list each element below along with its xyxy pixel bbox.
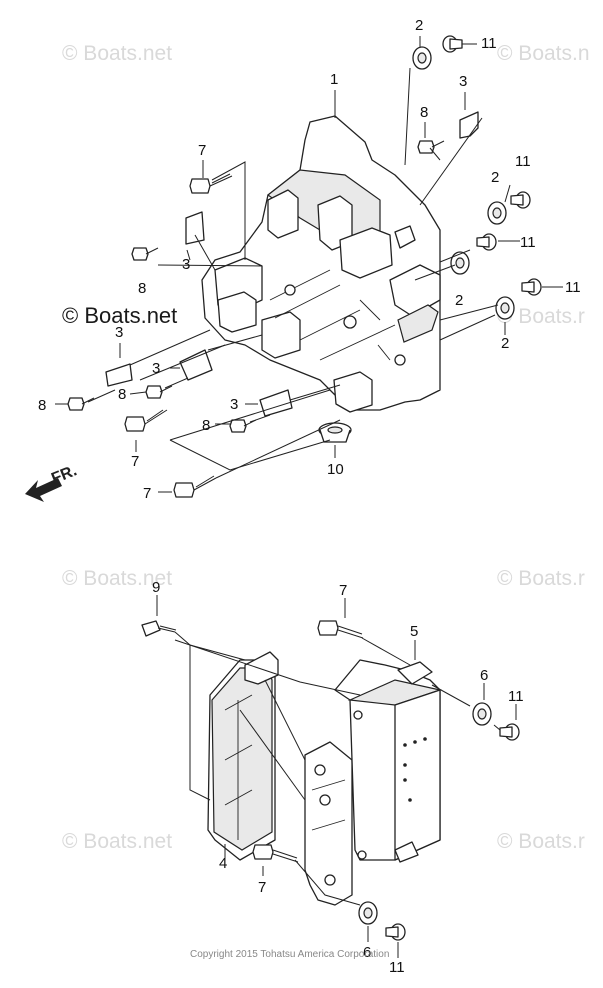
watermarks: © Boats.net © Boats.n © Boats.r © Boats.… <box>62 42 590 853</box>
callout-11: 11 <box>515 153 531 170</box>
bolts-7 <box>124 173 233 498</box>
callout-2: 2 <box>415 17 423 34</box>
callout-2: 2 <box>455 292 463 309</box>
callout-8: 8 <box>138 280 146 297</box>
bottom-collars-11 <box>385 723 520 941</box>
front-arrow-icon <box>25 478 62 502</box>
bottom-grommets-6 <box>358 702 492 925</box>
watermark-lower-left: © Boats.net <box>62 567 172 590</box>
callout-4: 4 <box>219 855 227 872</box>
callout-10: 10 <box>327 461 344 478</box>
watermark-mid-right: © Boats.r <box>497 305 585 328</box>
callout-11: 11 <box>389 959 405 976</box>
bottom-callouts: 9 7 5 6 11 4 7 6 11 <box>152 579 524 976</box>
top-assembly: FR. 1 2 11 3 8 7 11 2 11 3 8 2 11 3 2 3 … <box>25 17 581 502</box>
watermark-lower-right: © Boats.r <box>497 567 585 590</box>
callout-8: 8 <box>202 417 210 434</box>
copyright-notice: Copyright 2015 Tohatsu America Corporati… <box>190 949 389 960</box>
front-label: FR. <box>49 462 79 487</box>
main-bracket <box>201 115 441 413</box>
bracket-box-5 <box>334 659 443 863</box>
callout-7: 7 <box>143 485 151 502</box>
callout-11: 11 <box>508 688 524 705</box>
callout-6: 6 <box>363 944 371 961</box>
callout-7: 7 <box>198 142 206 159</box>
clips-3 <box>105 111 479 417</box>
callout-7: 7 <box>339 582 347 599</box>
front-direction-indicator: FR. <box>25 462 79 502</box>
callout-3: 3 <box>230 396 238 413</box>
bolt-9 <box>141 620 177 637</box>
control-module-4 <box>207 651 279 861</box>
watermark-prominent: © Boats.net <box>62 303 177 328</box>
callout-6: 6 <box>480 667 488 684</box>
callout-11: 11 <box>481 35 497 52</box>
callout-3: 3 <box>459 73 467 90</box>
callout-8: 8 <box>118 386 126 403</box>
watermark-top-left: © Boats.net <box>62 42 172 65</box>
callout-5: 5 <box>410 623 418 640</box>
callout-1: 1 <box>330 71 338 88</box>
callout-9: 9 <box>152 579 160 596</box>
grommets-2 <box>412 46 515 320</box>
bottom-leader-lines <box>156 595 517 958</box>
callout-3: 3 <box>182 256 190 273</box>
callout-11: 11 <box>520 234 536 251</box>
callout-7: 7 <box>258 879 266 896</box>
watermark-bottom-right: © Boats.r <box>497 830 585 853</box>
callout-2: 2 <box>491 169 499 186</box>
callout-8: 8 <box>420 104 428 121</box>
callout-3: 3 <box>152 360 160 377</box>
mount-plate <box>304 741 353 906</box>
callout-8: 8 <box>38 397 46 414</box>
top-leader-lines <box>55 36 563 493</box>
callout-2: 2 <box>501 335 509 352</box>
watermark-top-right: © Boats.n <box>497 42 590 65</box>
callout-11: 11 <box>565 279 581 296</box>
bushing-10 <box>318 422 352 443</box>
top-callouts: 1 2 11 3 8 7 11 2 11 3 8 2 11 3 2 3 8 8 … <box>38 17 581 502</box>
collars-11 <box>442 35 542 296</box>
callout-3: 3 <box>115 324 123 341</box>
callout-7: 7 <box>131 453 139 470</box>
watermark-bottom-left: © Boats.net <box>62 830 172 853</box>
bottom-assembly: 9 7 5 6 11 4 7 6 11 <box>141 579 524 976</box>
bottom-bolts-7 <box>252 620 364 863</box>
